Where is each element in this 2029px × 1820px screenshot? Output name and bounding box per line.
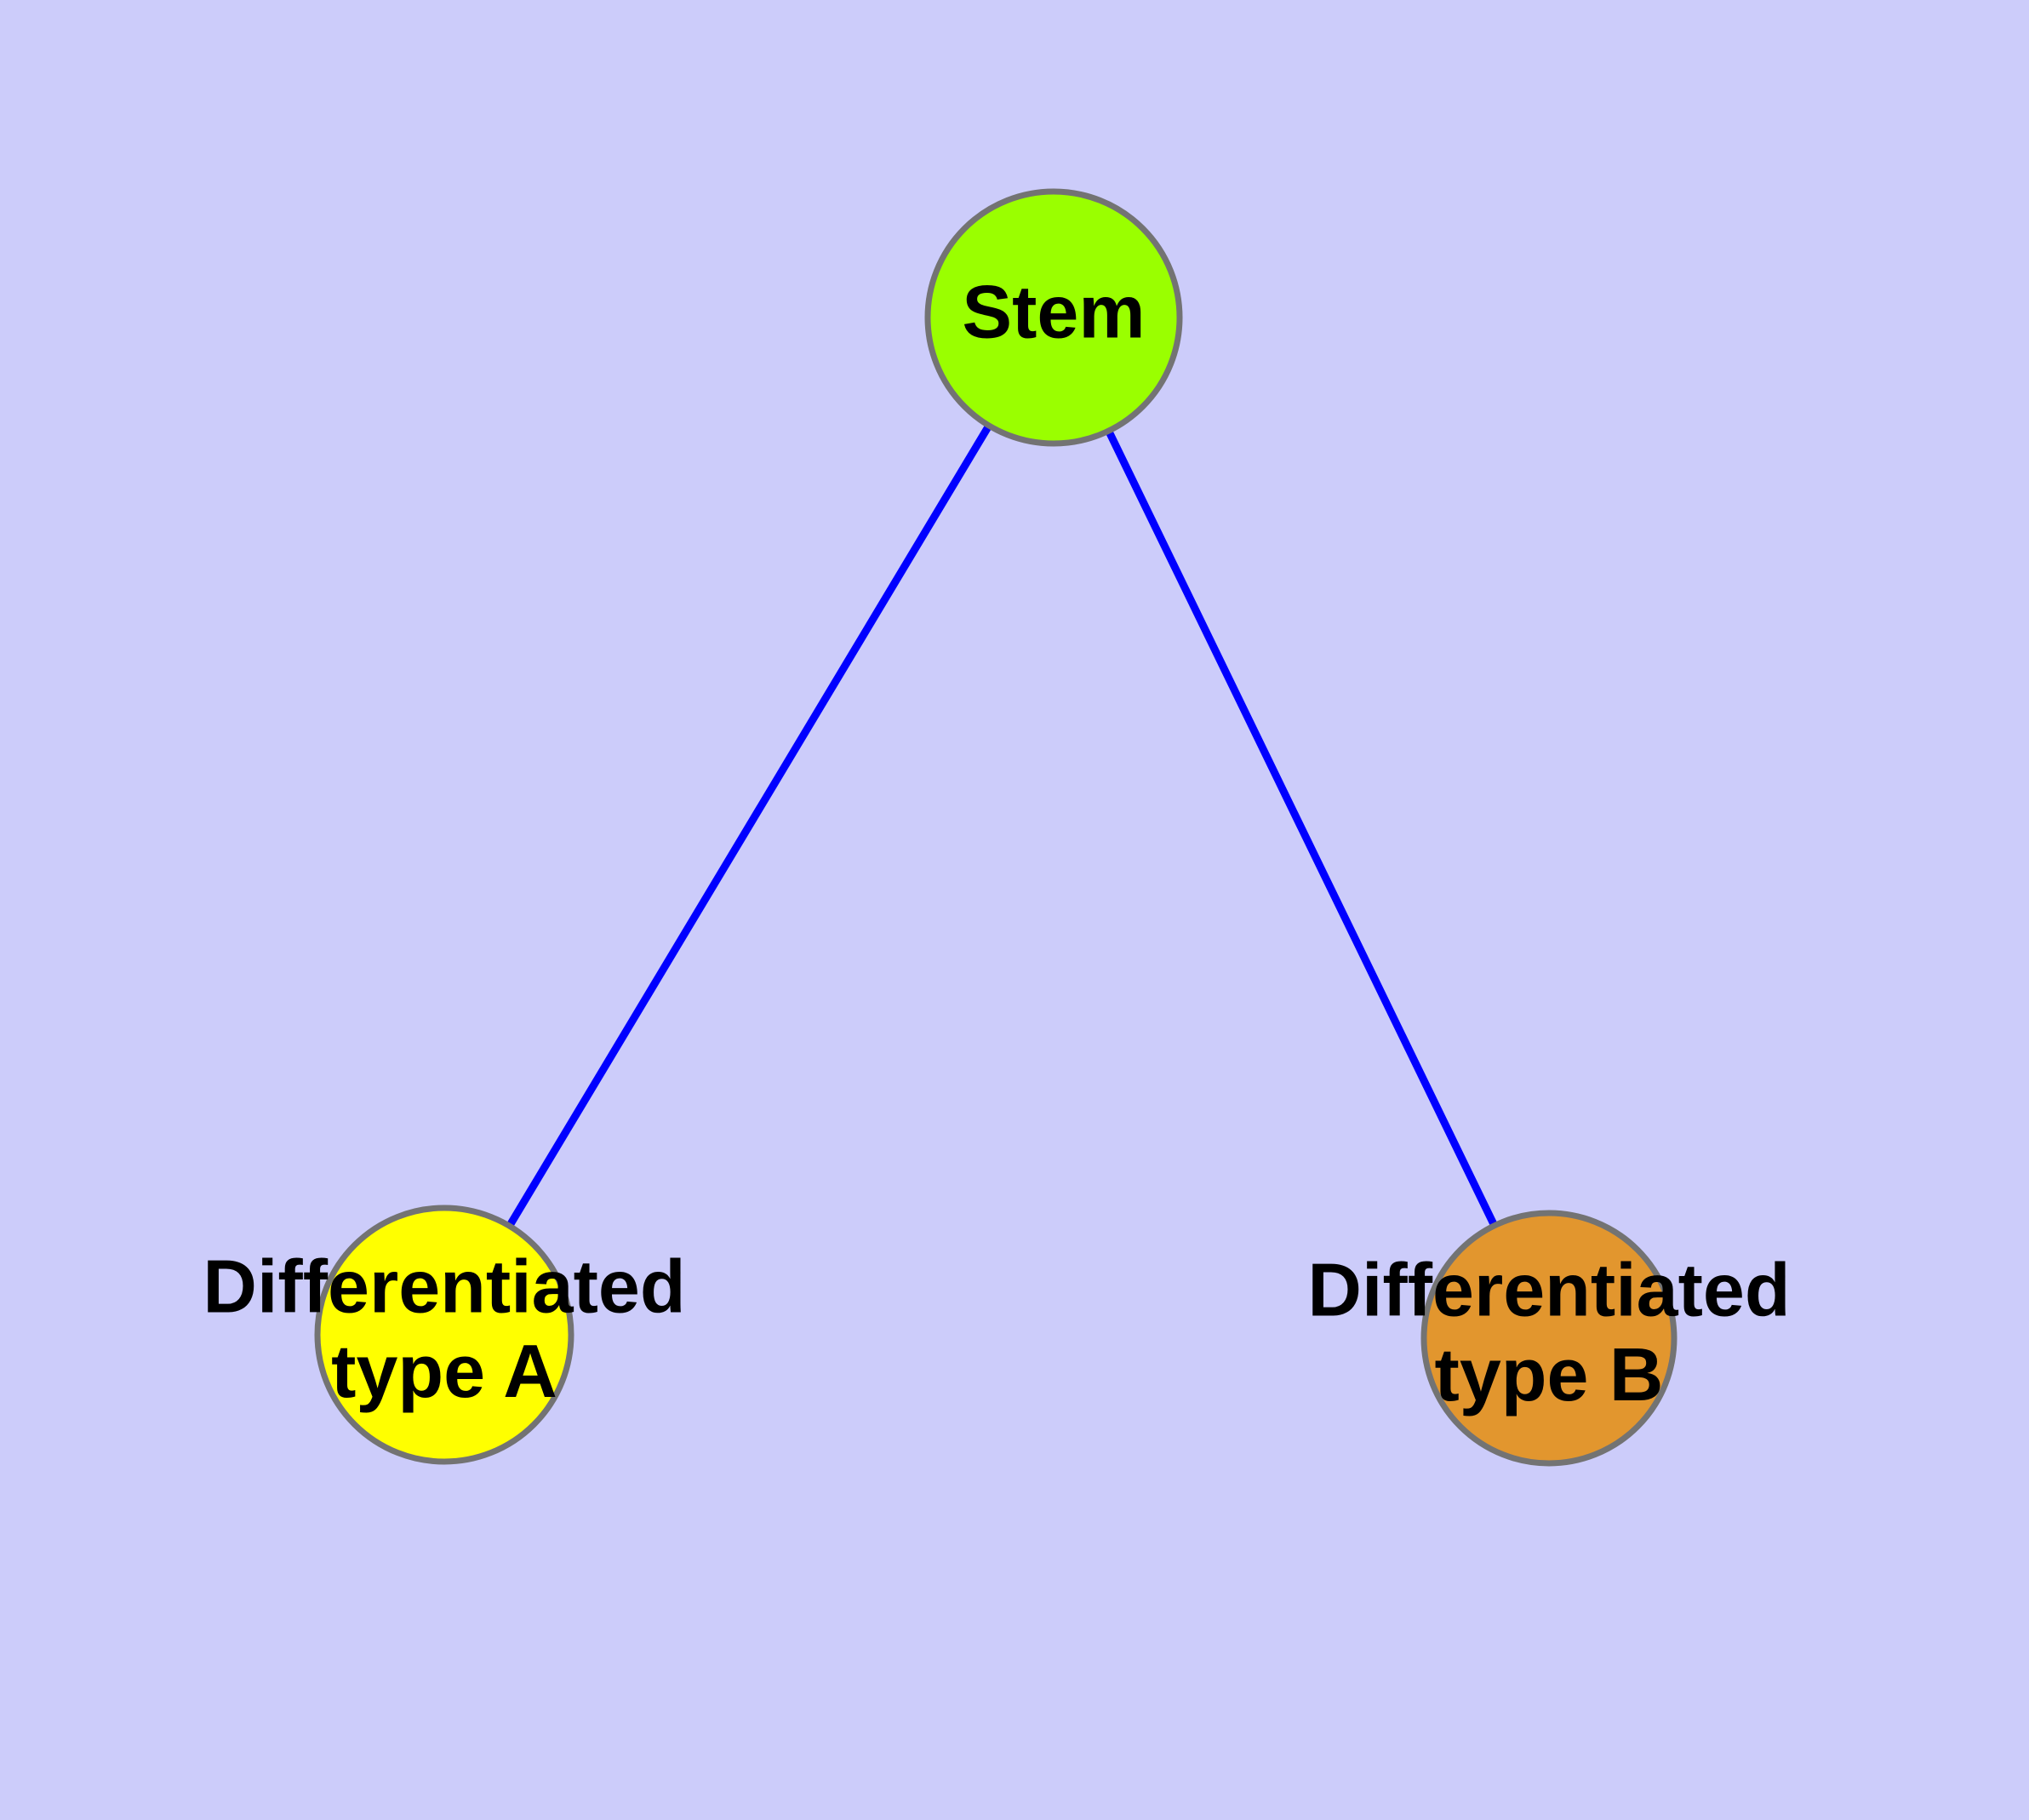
node-circle-stem[interactable] — [924, 188, 1183, 447]
node-circle-diff_a[interactable] — [314, 1205, 574, 1465]
node-label-diff_a-line1: Differentiated — [203, 1245, 685, 1329]
graph-edge — [1049, 316, 1553, 1340]
node-label-diff_b-line2: type B — [1435, 1332, 1664, 1417]
graph-node-stem[interactable]: Stem — [924, 188, 1183, 447]
edges-layer — [441, 315, 1553, 1340]
node-label-diff_a-line2: type A — [331, 1329, 557, 1413]
node-label-diff_b-line1: Differentiated — [1307, 1248, 1790, 1332]
graph-edge — [441, 315, 1057, 1337]
node-label-stem-line1: Stem — [962, 269, 1145, 353]
node-circle-diff_b[interactable] — [1420, 1210, 1677, 1467]
